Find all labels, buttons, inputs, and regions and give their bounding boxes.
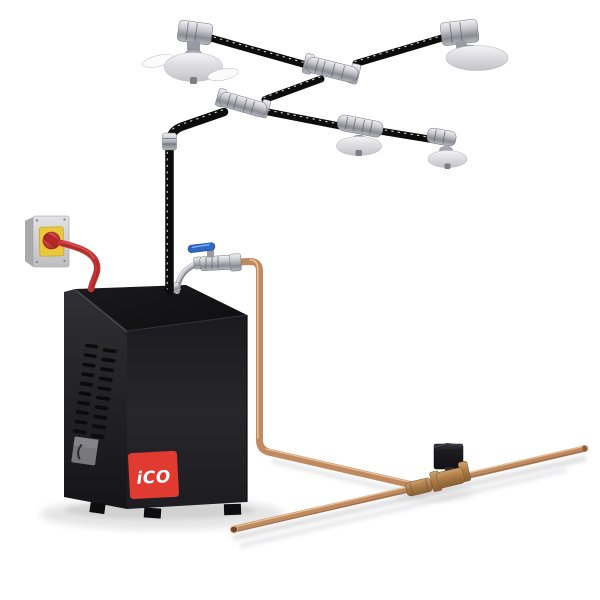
pipe-end-right [582, 445, 587, 452]
valve-hex-nut [229, 253, 242, 272]
valve-body-chrome [199, 255, 235, 271]
drop-tube-collar [162, 132, 177, 151]
fan1-blade-right [207, 68, 239, 81]
mist-fan-1 [142, 20, 239, 84]
copper-run-left [230, 483, 423, 533]
pipe-floor-reflection-2 [239, 468, 567, 548]
fan4-nozzle-tip [444, 163, 451, 169]
logo-text: iCO [136, 467, 171, 489]
brass-tee-coupling [405, 477, 433, 497]
copper-branch-highlight [249, 259, 259, 439]
mist-fan-2 [440, 18, 509, 71]
junction-fitting-left [215, 88, 271, 119]
valve-stem-top [207, 249, 214, 258]
machine-chamfer-edge [74, 288, 128, 333]
supply-tube-1 [205, 34, 314, 70]
ball-valve-blue [187, 242, 242, 272]
valve-body [436, 467, 465, 489]
estop-knob-handle [44, 233, 60, 247]
lock-panel [71, 436, 99, 466]
emergency-stop-switch [25, 215, 70, 268]
supply-tube-4 [259, 107, 344, 130]
solenoid-valve [429, 442, 471, 492]
copper-branch [232, 258, 423, 490]
machine-feet [89, 502, 242, 519]
supply-tube-3 [261, 75, 325, 103]
junction-fitting-central [301, 53, 362, 85]
supply-tube-2 [352, 33, 451, 67]
mist-fan-4 [426, 127, 468, 169]
vent-grille [73, 343, 117, 439]
fan1-stub [187, 41, 200, 51]
fan3-inline-fitting [337, 114, 384, 138]
copper-line [229, 258, 589, 534]
ceiling-network [142, 18, 509, 296]
fan3-nozzle-tip [355, 150, 362, 156]
machine-top-face [75, 285, 247, 331]
estop-screws [35, 218, 66, 264]
fan2-disc [445, 45, 509, 71]
keyhole [77, 443, 83, 460]
copper-branch-highlight-2 [265, 448, 417, 485]
actuator-top-edge [433, 442, 464, 448]
estop-side-face [25, 217, 33, 267]
tube-highlights [166, 33, 447, 290]
machine-cabinet: iCO [64, 285, 248, 519]
brand-logo: iCO [128, 450, 179, 500]
valve-handle [187, 242, 216, 253]
power-cable [57, 239, 101, 293]
pipe-end-cap [229, 525, 239, 534]
fan1-nozzle-tip [190, 77, 197, 84]
mist-fan-3 [336, 114, 384, 156]
machine-top-edge [126, 314, 248, 332]
supply-tube-5 [376, 127, 436, 143]
